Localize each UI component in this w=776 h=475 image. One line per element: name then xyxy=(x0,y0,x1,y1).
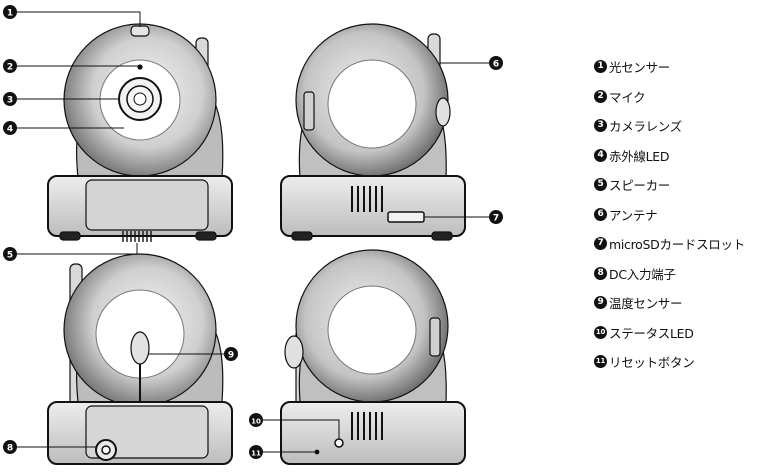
status-led xyxy=(334,438,344,448)
legend-label: 赤外線LED xyxy=(609,148,670,164)
legend-number-badge: 5 xyxy=(594,178,607,192)
camera-left-view xyxy=(280,249,466,465)
legend-number-badge: 1 xyxy=(594,60,607,74)
temp-sensor-stub xyxy=(435,97,451,127)
legend-label: カメラレンズ xyxy=(609,119,682,135)
legend-label: DC入力端子 xyxy=(609,266,676,282)
side-tab xyxy=(429,317,441,357)
legend-number-badge: 3 xyxy=(594,119,607,133)
svg-text:10: 10 xyxy=(251,417,261,425)
camera-front-view xyxy=(47,23,233,242)
svg-text:4: 4 xyxy=(7,124,13,134)
badge-2: 2 xyxy=(3,59,17,73)
legend-label: アンテナ xyxy=(609,207,658,223)
camera-back-view xyxy=(47,253,233,465)
light-sensor xyxy=(130,25,150,37)
foot-left xyxy=(291,231,313,241)
vent-slots xyxy=(351,186,383,212)
legend-number-badge: 4 xyxy=(594,148,607,162)
badge-4: 4 xyxy=(3,121,17,135)
legend-label: スピーカー xyxy=(609,178,671,194)
badge-1: 1 xyxy=(3,5,17,19)
svg-text:11: 11 xyxy=(251,449,261,457)
badge-3: 3 xyxy=(3,92,17,106)
svg-text:2: 2 xyxy=(7,62,13,72)
microsd-slot xyxy=(387,211,425,223)
badge-8: 8 xyxy=(3,440,17,454)
svg-text:7: 7 xyxy=(493,213,499,223)
legend-number-badge: 8 xyxy=(594,266,607,280)
side-dome xyxy=(327,59,417,149)
side-dome xyxy=(327,285,417,375)
base-panel xyxy=(85,405,209,459)
legend-label: 温度センサー xyxy=(609,296,683,312)
svg-text:3: 3 xyxy=(7,95,13,105)
base xyxy=(280,401,466,465)
badge-7: 7 xyxy=(489,210,503,224)
side-tab xyxy=(303,91,315,131)
callout-lines xyxy=(17,11,489,453)
svg-text:1: 1 xyxy=(7,8,13,18)
legend-number-badge: 7 xyxy=(594,237,607,251)
base xyxy=(280,175,466,237)
base-panel xyxy=(85,179,209,231)
temp-sensor xyxy=(130,331,150,365)
svg-text:6: 6 xyxy=(493,59,499,69)
foot-right xyxy=(431,231,453,241)
temp-sensor xyxy=(284,335,304,369)
vent-slots xyxy=(351,412,383,440)
callout-badges: 1 2 3 4 5 6 7 8 9 10 11 xyxy=(3,5,503,459)
legend-number-badge: 6 xyxy=(594,207,607,221)
legend-label: ステータスLED xyxy=(609,325,694,341)
badge-6: 6 xyxy=(489,56,503,70)
legend-number-badge: 10 xyxy=(594,325,607,339)
legend-label: リセットボタン xyxy=(609,355,695,371)
speaker-grille xyxy=(122,231,152,242)
legend-label: マイク xyxy=(609,89,646,105)
svg-text:5: 5 xyxy=(7,250,13,260)
badge-10: 10 xyxy=(249,413,263,427)
lens-center xyxy=(133,92,147,106)
legend-number-badge: 9 xyxy=(594,296,607,310)
mic-hole xyxy=(137,64,143,70)
legend-number-badge: 11 xyxy=(594,355,607,369)
badge-9: 9 xyxy=(224,347,238,361)
badge-11: 11 xyxy=(249,445,263,459)
legend-label: 光センサー xyxy=(609,60,671,76)
svg-text:9: 9 xyxy=(228,350,234,360)
legend-label: microSDカードスロット xyxy=(609,237,745,253)
dc-jack-pin xyxy=(101,445,111,455)
svg-text:8: 8 xyxy=(7,443,13,453)
camera-side-view xyxy=(280,23,466,241)
foot-right xyxy=(195,231,217,241)
legend-number-badge: 2 xyxy=(594,89,607,103)
foot-left xyxy=(59,231,81,241)
badge-5: 5 xyxy=(3,247,17,261)
